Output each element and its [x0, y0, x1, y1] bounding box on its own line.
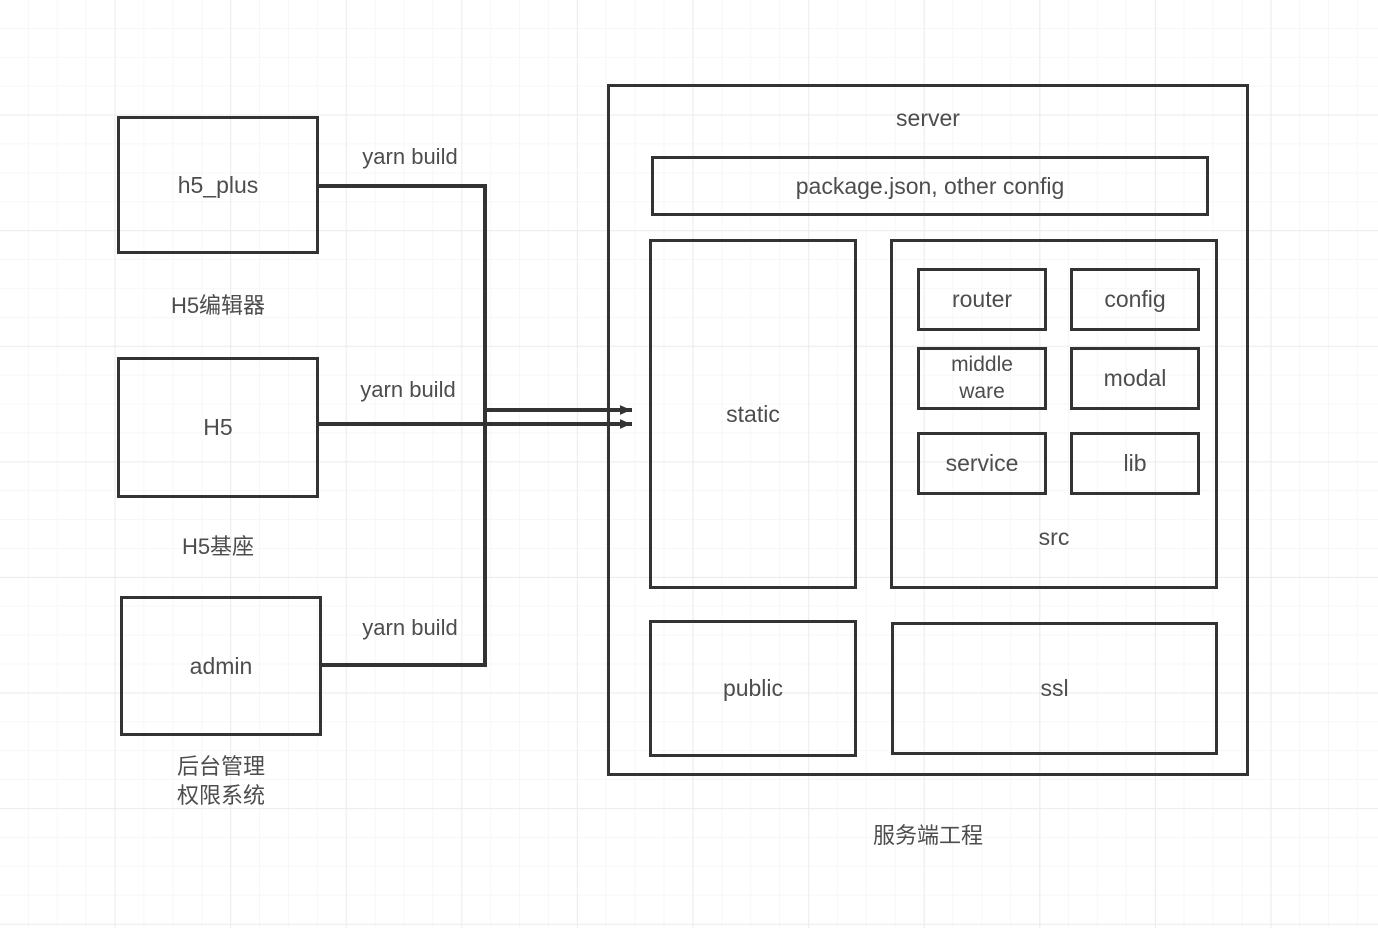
caption-h5: H5基座: [181, 534, 255, 559]
node-router-label: router: [951, 286, 1013, 313]
node-package-config-label: package.json, other config: [795, 172, 1065, 199]
node-router[interactable]: router: [917, 268, 1047, 331]
node-modal-label: modal: [1103, 365, 1167, 392]
node-h5-label: H5: [203, 414, 233, 441]
caption-admin: 后台管理 权限系统: [176, 754, 265, 808]
node-lib-label: lib: [1123, 450, 1147, 477]
node-package-config[interactable]: package.json, other config: [651, 156, 1209, 216]
node-h5-plus[interactable]: h5_plus: [117, 116, 319, 254]
node-service-label: service: [945, 450, 1019, 477]
container-server-title: server: [896, 105, 960, 131]
node-admin[interactable]: admin: [120, 596, 322, 736]
node-config[interactable]: config: [1070, 268, 1200, 331]
node-middleware[interactable]: middle ware: [917, 347, 1047, 410]
node-static-label: static: [726, 400, 780, 427]
node-service[interactable]: service: [917, 432, 1047, 495]
node-ssl-label: ssl: [1040, 675, 1069, 702]
edge-label-h5-plus: yarn build: [362, 144, 458, 169]
node-static[interactable]: static: [649, 239, 857, 589]
node-ssl[interactable]: ssl: [891, 622, 1218, 755]
edge-label-admin: yarn build: [362, 615, 458, 640]
node-lib[interactable]: lib: [1070, 432, 1200, 495]
node-h5-plus-label: h5_plus: [177, 171, 259, 198]
container-src-title: src: [1038, 524, 1070, 550]
node-h5[interactable]: H5: [117, 357, 319, 498]
node-modal[interactable]: modal: [1070, 347, 1200, 410]
node-admin-label: admin: [189, 652, 253, 679]
edge-label-h5: yarn build: [360, 377, 456, 402]
caption-server: 服务端工程: [872, 823, 983, 848]
container-server: server package.json, other config static…: [607, 84, 1249, 776]
node-config-label: config: [1104, 286, 1166, 313]
node-middleware-label: middle ware: [951, 353, 1013, 403]
caption-h5-plus: H5编辑器: [170, 293, 266, 318]
container-src: router config middle ware modal service …: [890, 239, 1218, 589]
node-public-label: public: [722, 675, 784, 702]
node-public[interactable]: public: [649, 620, 857, 757]
